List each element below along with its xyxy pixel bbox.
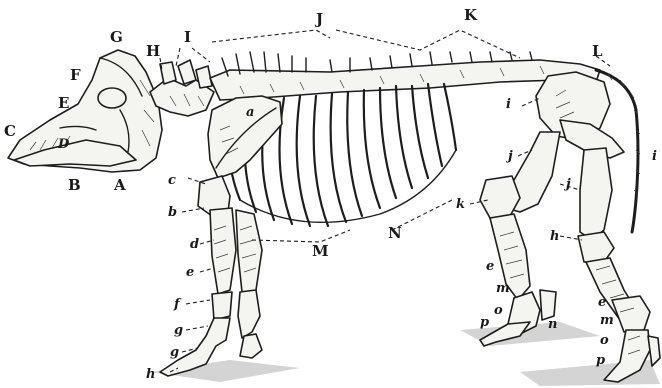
label-B: B bbox=[68, 176, 81, 194]
label-N: N bbox=[388, 224, 402, 242]
label-k: k bbox=[456, 197, 465, 212]
label-h-fore: h bbox=[146, 367, 155, 382]
label-F: F bbox=[70, 66, 81, 84]
label-g-1: g bbox=[174, 323, 183, 338]
label-i-hip: i bbox=[506, 97, 511, 112]
label-j-right: j bbox=[563, 177, 571, 192]
label-p-1: p bbox=[480, 315, 489, 330]
label-h-hind: h bbox=[550, 229, 559, 244]
label-o-2: o bbox=[600, 333, 609, 348]
label-e-hind-1: e bbox=[486, 259, 494, 274]
label-I: I bbox=[184, 28, 191, 46]
label-f: f bbox=[173, 297, 182, 312]
cervical-vertebrae bbox=[150, 60, 214, 116]
label-n: n bbox=[548, 317, 557, 332]
label-J: J bbox=[314, 10, 323, 28]
label-e-hind-2: e bbox=[598, 295, 606, 310]
label-H: H bbox=[146, 42, 160, 60]
label-A: A bbox=[113, 176, 126, 194]
label-L: L bbox=[592, 42, 603, 60]
label-j-hind: j bbox=[505, 149, 513, 164]
hind-leg-near bbox=[480, 132, 560, 346]
label-K: K bbox=[464, 6, 478, 24]
label-c: c bbox=[168, 173, 176, 188]
label-o-1: o bbox=[494, 303, 503, 318]
label-i-tail: i bbox=[652, 149, 657, 164]
label-M: M bbox=[312, 242, 329, 260]
label-e-fore: e bbox=[186, 265, 194, 280]
label-g-2: g bbox=[170, 345, 179, 360]
label-m-1: m bbox=[496, 281, 510, 296]
label-D: D bbox=[57, 137, 70, 152]
skull bbox=[8, 50, 162, 172]
label-a: a bbox=[246, 105, 254, 120]
hind-leg-far bbox=[578, 148, 660, 382]
label-G: G bbox=[110, 28, 123, 46]
label-m-2: m bbox=[600, 313, 614, 328]
label-C: C bbox=[4, 122, 16, 140]
label-d-fore: d bbox=[190, 237, 199, 252]
label-E: E bbox=[58, 94, 69, 112]
label-p-2: p bbox=[596, 353, 605, 368]
label-b: b bbox=[168, 205, 177, 220]
